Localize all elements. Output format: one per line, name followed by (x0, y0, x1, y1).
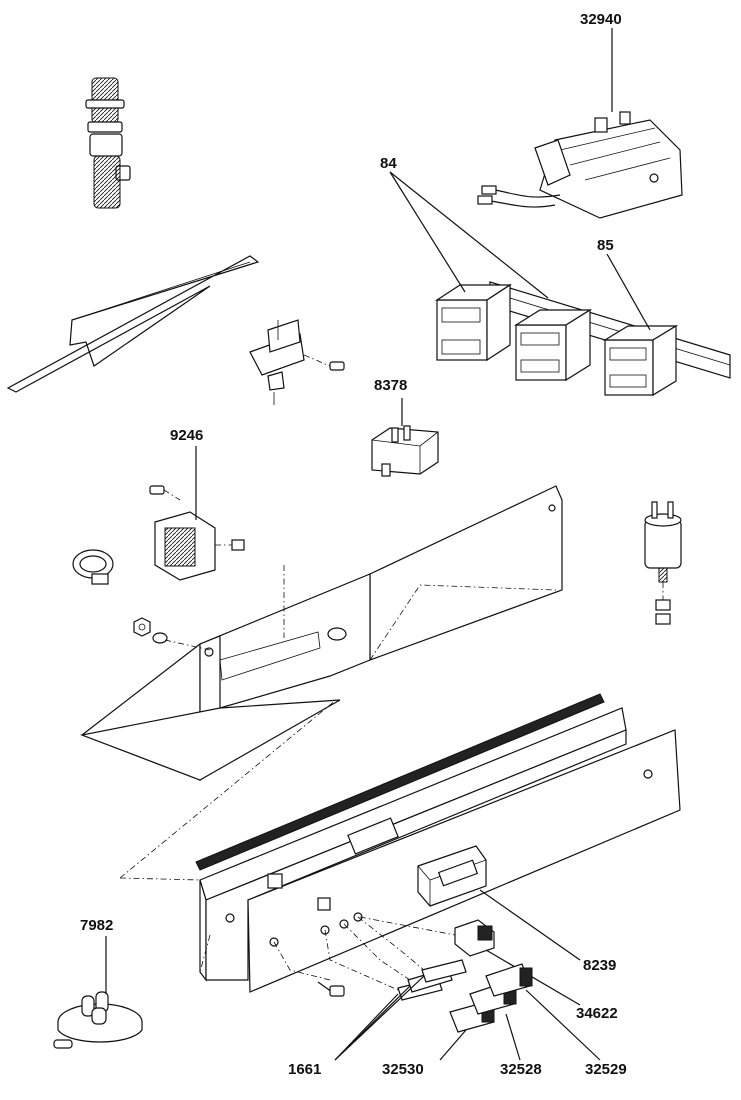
callout-84: 84 (380, 155, 397, 172)
nut-part (133, 617, 168, 644)
callout-9246: 9246 (170, 427, 203, 444)
callout-32940: 32940 (580, 11, 622, 28)
mounting-plate-part (79, 485, 563, 782)
coil-9246-part (149, 485, 245, 581)
timer-32940-part (477, 111, 683, 219)
contactor-84a-part (434, 283, 513, 362)
callout-8239: 8239 (583, 957, 616, 974)
contactor-85-part (602, 324, 679, 397)
relay-8378-part (371, 425, 439, 477)
callout-7982: 7982 (80, 917, 113, 934)
mounting-bracket-part (249, 319, 345, 405)
hose-clamp-part (72, 549, 114, 585)
hose-connector-part (85, 77, 131, 209)
callout-85: 85 (597, 237, 614, 254)
callout-8378: 8378 (374, 377, 407, 394)
bracket-strip-part (6, 255, 260, 393)
lamp-1661-part (324, 916, 467, 1001)
fuse-holder-32529-part (485, 963, 533, 997)
pressure-switch-7982-part (53, 991, 143, 1049)
callout-1661: 1661 (288, 1061, 321, 1078)
contactor-84b-part (513, 308, 593, 382)
capacitor-part (644, 501, 682, 625)
push-switch-34622-part (359, 916, 495, 957)
callout-34622: 34622 (576, 1005, 618, 1022)
screw-part (317, 981, 345, 997)
callout-32528: 32528 (500, 1061, 542, 1078)
switch-housing-8239-part (417, 845, 487, 907)
callout-32529: 32529 (585, 1061, 627, 1078)
callout-32530: 32530 (382, 1061, 424, 1078)
